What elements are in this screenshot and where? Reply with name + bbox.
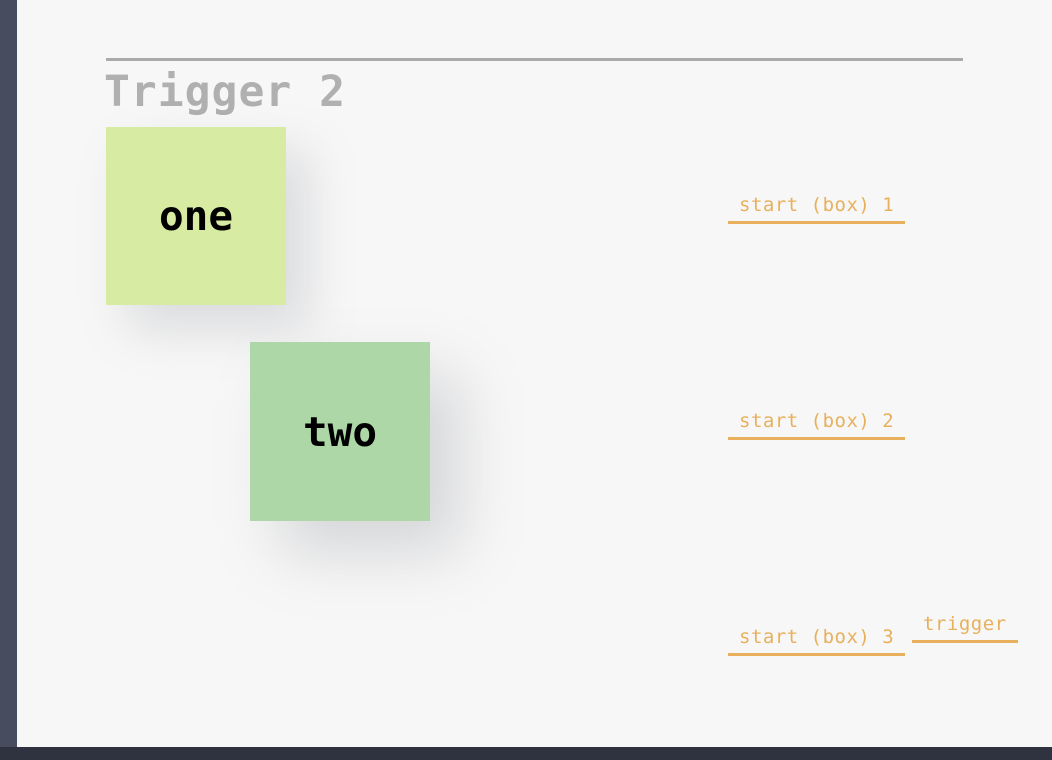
- draggable-box-one-label: one: [158, 192, 234, 240]
- draggable-box-two[interactable]: two: [250, 342, 430, 521]
- left-rail: [0, 0, 17, 748]
- event-label-trigger: trigger: [912, 614, 1018, 643]
- page-title: Trigger 2: [104, 67, 346, 117]
- event-label-start-box-3: start (box) 3: [728, 627, 906, 656]
- event-label-start-box-1: start (box) 1: [728, 195, 906, 224]
- canvas-area: Trigger 2 one two start (box) 1 start (b…: [17, 0, 1052, 747]
- draggable-box-one[interactable]: one: [106, 127, 286, 305]
- header-divider: [106, 58, 963, 61]
- draggable-box-two-label: two: [302, 407, 378, 456]
- bottom-status-bar: [0, 747, 1052, 760]
- event-label-start-box-2: start (box) 2: [728, 411, 906, 440]
